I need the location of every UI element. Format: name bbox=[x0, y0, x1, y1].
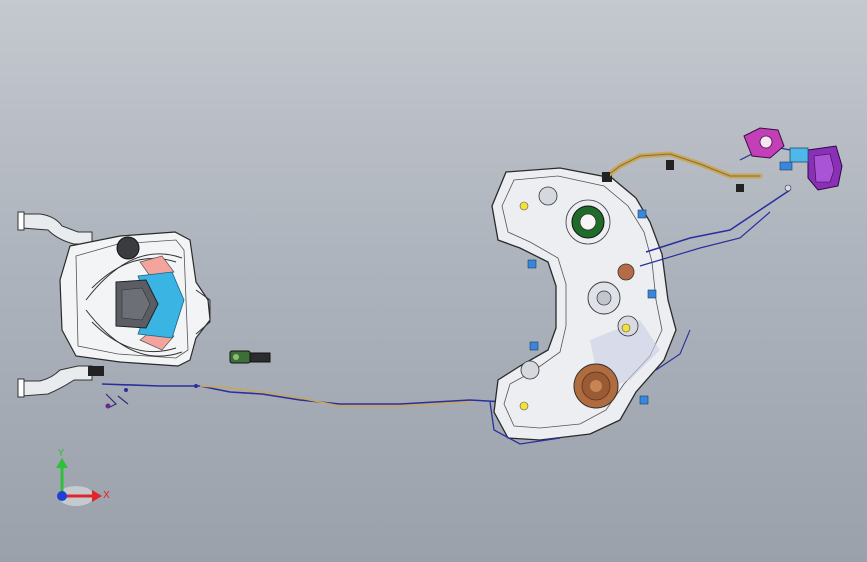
fuel-line-harness[interactable] bbox=[101, 383, 506, 409]
coordinate-triad: Y X bbox=[56, 448, 110, 506]
sensor-connector[interactable] bbox=[229, 350, 271, 364]
lower-vent-pipe bbox=[17, 365, 93, 398]
y-axis-label: Y bbox=[57, 448, 65, 459]
fuel-tank-assembly[interactable] bbox=[489, 167, 791, 445]
x-axis-label: X bbox=[103, 490, 110, 501]
z-axis-dot bbox=[57, 491, 67, 501]
filler-box-assembly[interactable] bbox=[17, 211, 211, 398]
fuel-pump-module[interactable] bbox=[601, 127, 843, 192]
cap-knob bbox=[116, 236, 140, 260]
